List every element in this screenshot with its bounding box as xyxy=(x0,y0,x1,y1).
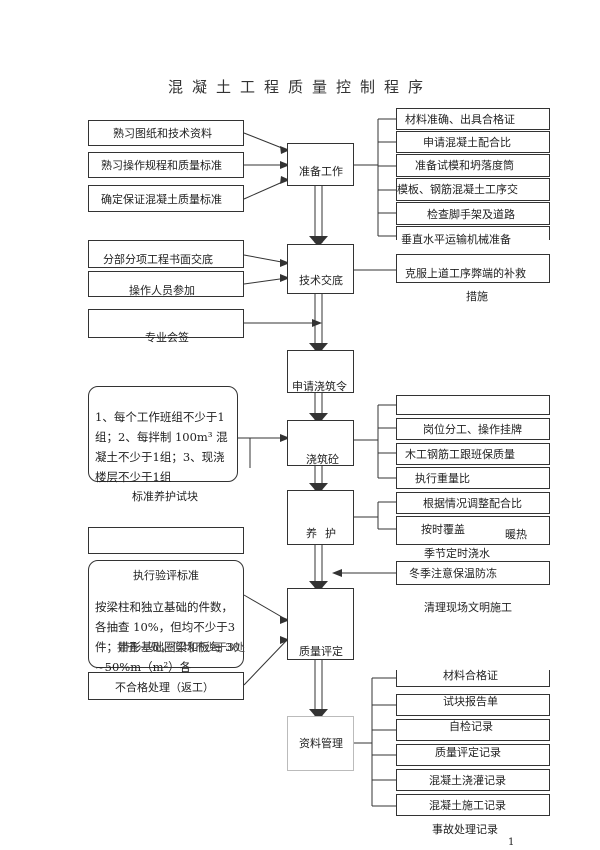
step-prepare: 准备工作 xyxy=(287,143,354,186)
right-box-scaffold: 检查脚手架及道路 xyxy=(396,202,550,225)
right-box-cover: 按时覆盖 暖热 xyxy=(396,516,550,545)
right-box-transport-label: 垂直水平运输机械准备 xyxy=(401,233,511,246)
right-box-eval-record-label: 质量评定记录 xyxy=(435,746,501,759)
step-records-label: 资料管理 xyxy=(299,737,343,750)
step-evaluation-label: 质量评定 xyxy=(299,645,343,658)
right-box-weight-ratio-label: 执行重量比 xyxy=(415,472,470,485)
step-pour: 浇筑砼 xyxy=(287,420,354,466)
eval-standard-box: 执行验评标准 按梁柱和独立基础的件数，各抽查 10%，但均不少于3件；带形基础圈… xyxy=(88,560,245,674)
right-box-eval-record: 质量评定记录 xyxy=(396,744,550,766)
step-records: 资料管理 xyxy=(287,716,354,771)
right-box-self-check: 自检记录 xyxy=(396,719,550,741)
specimen-box: 1、每个工作班组不少于1组；2、每拌制 100m³ 混凝土不少于1组；3、现浇楼… xyxy=(88,386,238,484)
left-box-written-briefing: 分部分项工程书面交底 xyxy=(88,240,244,268)
right-box-transport: 垂直水平运输机械准备 xyxy=(396,226,550,246)
right-box-roles: 岗位分工、操作挂牌 xyxy=(396,418,550,440)
step-evaluation: 质量评定 xyxy=(287,588,354,660)
left-box-drawings: 熟习图纸和技术资料 xyxy=(88,120,244,146)
left-box-procedures: 熟习操作规程和质量标准 xyxy=(88,152,244,178)
left-box-drawings-label: 熟习图纸和技术资料 xyxy=(113,127,212,140)
right-box-test-mold-label: 准备试模和坍落度筒 xyxy=(415,159,514,172)
right-remedy-cont: 措施 xyxy=(466,290,488,303)
right-box-scaffold-label: 检查脚手架及道路 xyxy=(427,208,515,221)
right-box-mix-ratio: 申请混凝土配合比 xyxy=(396,131,550,153)
right-box-material-cert-label: 材料合格证 xyxy=(443,669,498,682)
step-curing-label: 养护 xyxy=(306,527,344,540)
right-box-test-report-label: 试块报告单 xyxy=(443,695,498,708)
right-box-material-cert: 材料合格证 xyxy=(396,669,550,687)
eval-standard-text: 按梁柱和独立基础的件数，各抽查 10%，但均不少于3件；带形基础圈梁和板每 30… xyxy=(95,600,240,674)
specimen-text: 1、每个工作班组不少于1组；2、每拌制 100m³ 混凝土不少于1组；3、现浇楼… xyxy=(95,410,228,484)
right-box-construction-record: 混凝土施工记录 xyxy=(396,794,550,816)
step-curing: 养护 xyxy=(287,490,354,545)
rework-label: 不合格处理（返工） xyxy=(115,681,214,694)
right-box-winter: 冬季注意保温防冻 xyxy=(396,561,550,585)
right-box-cover-warm: 暖热 xyxy=(505,528,527,541)
left-box-operators: 操作人员参加 xyxy=(88,271,244,297)
right-box-pour-record-label: 混凝土浇灌记录 xyxy=(429,774,506,787)
left-box-empty xyxy=(88,527,244,554)
right-box-remedy-label: 克服上道工序弊端的补救 xyxy=(405,267,526,280)
right-box-roles-label: 岗位分工、操作挂牌 xyxy=(423,423,522,436)
right-cleanup: 清理现场文明施工 xyxy=(424,601,512,614)
left-box-written-briefing-label: 分部分项工程书面交底 xyxy=(103,253,213,266)
left-box-procedures-label: 熟习操作规程和质量标准 xyxy=(101,159,222,172)
right-watering: 季节定时浇水 xyxy=(424,547,490,560)
right-box-self-check-label: 自检记录 xyxy=(449,720,493,733)
right-box-pour-empty xyxy=(396,395,550,415)
step-tech-briefing: 技术交底 xyxy=(287,244,354,294)
left-box-countersign: 专业会签 xyxy=(88,309,244,344)
right-box-adjust-mix-label: 根据情况调整配合比 xyxy=(423,497,522,510)
right-box-handover: 模板、钢筋混凝土工序交 xyxy=(396,178,550,201)
right-box-pour-record: 混凝土浇灌记录 xyxy=(396,769,550,791)
specimen-label: 标准养护试块 xyxy=(132,490,198,503)
right-box-winter-label: 冬季注意保温防冻 xyxy=(409,567,497,580)
right-box-weight-ratio: 执行重量比 xyxy=(396,467,550,489)
right-box-carpenter-label: 木工钢筋工跟班保质量 xyxy=(405,448,515,461)
left-box-operators-label: 操作人员参加 xyxy=(129,284,195,297)
rework-box: 不合格处理（返工） xyxy=(88,672,244,700)
right-box-test-mold: 准备试模和坍落度筒 xyxy=(396,154,550,177)
step-tech-briefing-label: 技术交底 xyxy=(299,274,343,287)
left-box-quality-std: 确定保证混凝土质量标准 xyxy=(88,185,244,212)
step-prepare-label: 准备工作 xyxy=(299,165,343,178)
right-box-materials: 材料准确、出具合格证 xyxy=(396,108,550,130)
right-box-materials-label: 材料准确、出具合格证 xyxy=(405,113,515,126)
right-box-construction-record-label: 混凝土施工记录 xyxy=(429,799,506,812)
right-box-remedy: 克服上道工序弊端的补救 xyxy=(396,254,550,283)
right-box-test-report: 试块报告单 xyxy=(396,694,550,716)
right-accident-record: 事故处理记录 xyxy=(432,823,498,836)
page-title: 混凝土工程质量控制程序 xyxy=(167,78,432,96)
left-box-countersign-label: 专业会签 xyxy=(145,331,189,344)
page-number: 1 xyxy=(508,837,515,848)
step-apply-order: 申请浇筑令 xyxy=(287,350,354,393)
right-box-adjust-mix: 根据情况调整配合比 xyxy=(396,492,550,514)
right-box-carpenter: 木工钢筋工跟班保质量 xyxy=(396,443,550,465)
left-box-quality-std-label: 确定保证混凝土质量标准 xyxy=(101,193,222,206)
eval-standard-label: 执行验评标准 xyxy=(133,569,199,582)
step-apply-order-label: 申请浇筑令 xyxy=(292,380,347,393)
right-box-mix-ratio-label: 申请混凝土配合比 xyxy=(423,136,511,149)
step-pour-label: 浇筑砼 xyxy=(306,453,339,466)
eval-overlap-text: 抽查一处，但均不少于3处 xyxy=(117,641,245,654)
right-box-handover-label: 模板、钢筋混凝土工序交 xyxy=(397,183,518,196)
right-box-cover-label: 按时覆盖 xyxy=(421,523,465,536)
